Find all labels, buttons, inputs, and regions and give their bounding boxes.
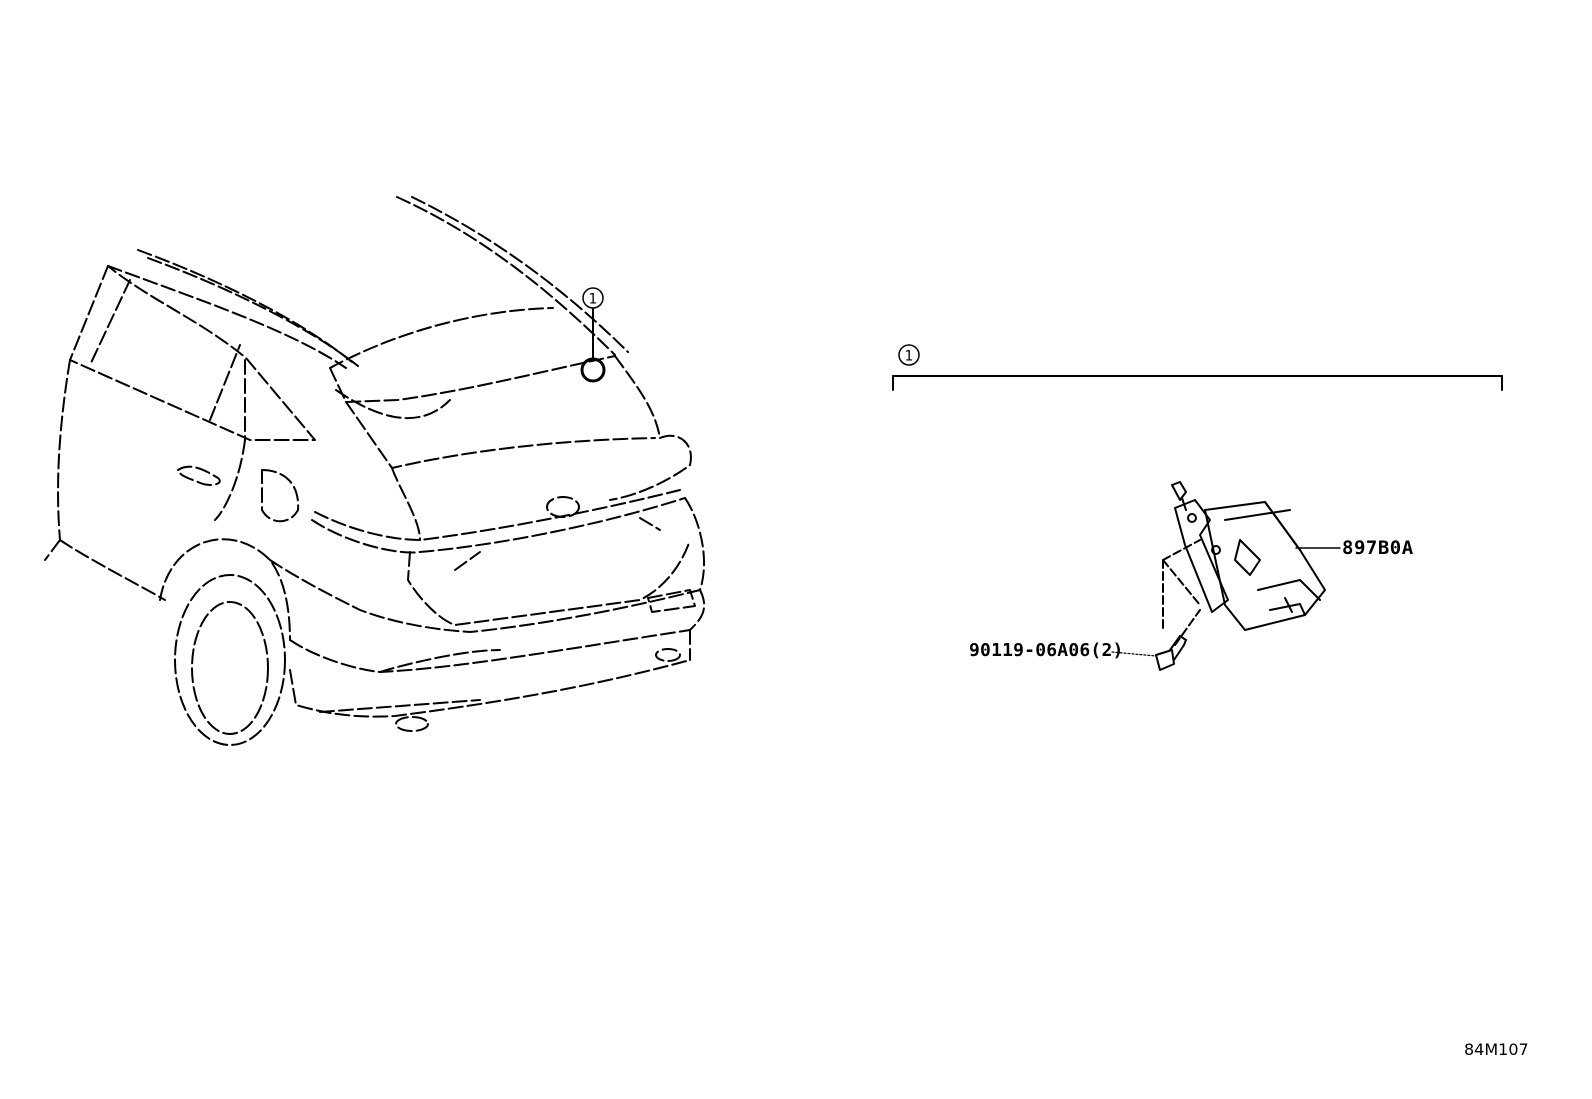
leader-bolt xyxy=(1111,651,1157,657)
module-illustration xyxy=(1155,481,1326,671)
callout-1-vehicle: 1 xyxy=(582,287,604,309)
part-number-897B0A[interactable]: 897B0A xyxy=(1342,537,1414,559)
callout-label: 1 xyxy=(589,292,598,308)
figure-code: 84M107 xyxy=(1464,1040,1529,1059)
vehicle-callout xyxy=(580,307,606,383)
assembly-bracket xyxy=(892,375,1503,391)
part-number-bolt[interactable]: 90119-06A06(2) xyxy=(969,640,1124,661)
vehicle-illustration xyxy=(44,196,706,746)
callout-1-bracket: 1 xyxy=(898,344,920,366)
callout-label: 1 xyxy=(905,349,914,365)
